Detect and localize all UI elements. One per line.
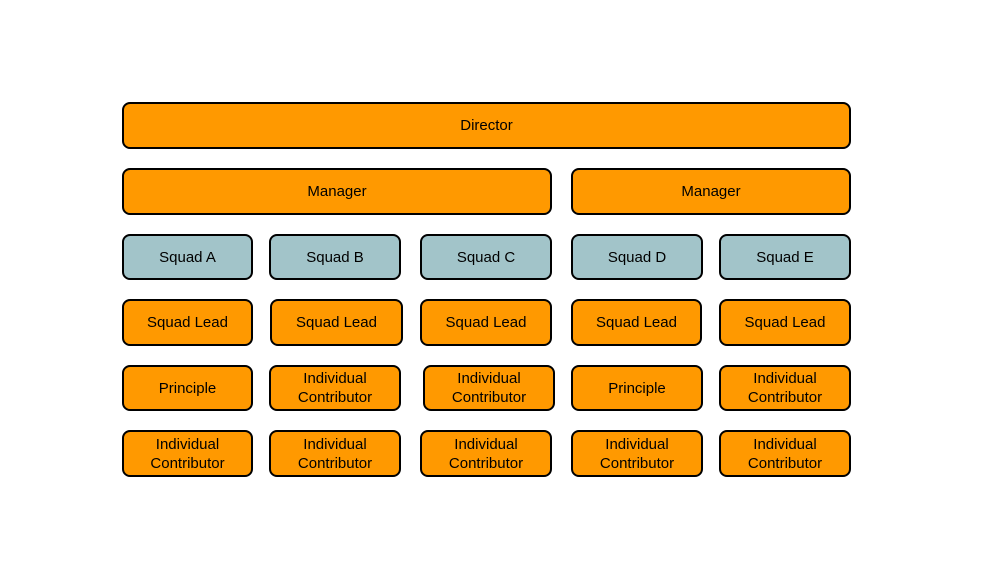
manager-label: Manager — [681, 183, 741, 200]
squad-label: Squad B — [306, 248, 364, 266]
role-label: Individual Contributor — [747, 370, 823, 406]
principle-box: Principle — [122, 365, 253, 411]
individual-contributor-box: Individual Contributor — [423, 365, 555, 411]
squad-lead-box: Squad Lead — [122, 299, 253, 346]
squad-box-e: Squad E — [719, 234, 851, 280]
role-label: Principle — [158, 379, 217, 397]
squad-lead-box: Squad Lead — [719, 299, 851, 346]
manager-box-1: Manager — [122, 168, 552, 215]
squad-lead-box: Squad Lead — [571, 299, 702, 346]
squad-lead-label: Squad Lead — [147, 314, 228, 331]
individual-contributor-box: Individual Contributor — [269, 365, 401, 411]
squad-lead-box: Squad Lead — [420, 299, 552, 346]
squad-lead-label: Squad Lead — [296, 314, 377, 331]
squad-lead-box: Squad Lead — [270, 299, 403, 346]
squad-box-c: Squad C — [420, 234, 552, 280]
individual-contributor-box: Individual Contributor — [122, 430, 253, 477]
squad-lead-label: Squad Lead — [445, 314, 527, 331]
squad-box-b: Squad B — [269, 234, 401, 280]
individual-contributor-box: Individual Contributor — [571, 430, 703, 477]
role-label: Individual Contributor — [297, 370, 373, 406]
director-box: Director — [122, 102, 851, 149]
squad-lead-label: Squad Lead — [744, 314, 826, 331]
squad-label: Squad A — [159, 248, 216, 266]
role-label: Individual Contributor — [297, 435, 373, 472]
squad-label: Squad E — [756, 248, 814, 266]
role-label: Principle — [608, 379, 666, 397]
individual-contributor-box: Individual Contributor — [719, 430, 851, 477]
principle-box: Principle — [571, 365, 703, 411]
manager-box-2: Manager — [571, 168, 851, 215]
squad-lead-label: Squad Lead — [596, 314, 677, 331]
individual-contributor-box: Individual Contributor — [420, 430, 552, 477]
individual-contributor-box: Individual Contributor — [719, 365, 851, 411]
role-label: Individual Contributor — [747, 435, 823, 472]
individual-contributor-box: Individual Contributor — [269, 430, 401, 477]
role-label: Individual Contributor — [451, 370, 527, 406]
squad-label: Squad D — [607, 248, 667, 266]
squad-box-d: Squad D — [571, 234, 703, 280]
manager-label: Manager — [307, 183, 367, 200]
squad-box-a: Squad A — [122, 234, 253, 280]
squad-label: Squad C — [456, 248, 516, 266]
director-label: Director — [460, 117, 513, 134]
role-label: Individual Contributor — [599, 435, 675, 472]
role-label: Individual Contributor — [448, 435, 524, 472]
role-label: Individual Contributor — [150, 435, 225, 472]
